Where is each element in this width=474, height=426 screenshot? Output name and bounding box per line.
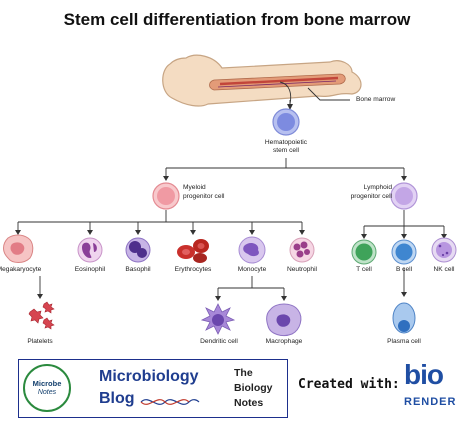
dna-icon [140, 399, 200, 405]
megakaryocyte-cell-icon [3, 234, 34, 263]
created-with-label: Created with: [298, 377, 400, 392]
basophil-label: Basophil [125, 266, 151, 273]
dendritic-label: Dendritic cell [200, 338, 238, 345]
macrophage-label: Macrophage [265, 338, 303, 345]
eosinophil-label: Eosinophil [74, 266, 106, 273]
diagram-title: Stem cell differentiation from bone marr… [63, 10, 411, 29]
eosinophil-cell-icon [77, 237, 103, 263]
lymphoid-label-2: progenitor cell [350, 193, 392, 200]
bone-icon [162, 54, 362, 107]
plasma-label: Plasma cell [387, 338, 421, 345]
monocyte-label: Monocyte [237, 266, 267, 273]
myeloid-cell-icon [152, 182, 180, 210]
biorender-logo-sub: RENDER [404, 396, 457, 408]
dendritic-cell-icon [200, 303, 236, 335]
stem-cell-label-2: stem cell [272, 147, 299, 154]
macrophage-icon [266, 303, 302, 337]
biorender-logo: bio [404, 359, 444, 390]
bone-marrow-label: Bone marrow [356, 96, 396, 103]
nk-cell-icon [431, 237, 457, 263]
t-cell-label: T cell [356, 266, 372, 273]
tbn-biology: Biology [234, 382, 273, 394]
microbiology-blog-line2: Blog [99, 390, 135, 407]
nk-cell-label: NK cell [433, 266, 455, 273]
arrowheads [15, 104, 447, 301]
microbe-notes-logo: Microbe Notes [23, 364, 71, 412]
plasma-cell-icon [392, 302, 416, 334]
t-cell-icon [351, 239, 377, 265]
myeloid-label-1: Myeloid [183, 184, 206, 191]
microbe-notes-bottom: Notes [37, 389, 57, 396]
myeloid-label-2: progenitor cell [183, 193, 225, 200]
neutrophil-label: Neutrophil [286, 266, 318, 273]
platelets-label: Platelets [27, 338, 53, 345]
b-cell-icon [391, 239, 417, 265]
basophil-cell-icon [125, 237, 151, 263]
tbn-the: The [234, 367, 253, 379]
megakaryocyte-label: Megakaryocyte [0, 266, 42, 273]
biology-notes-logo: The Biology Notes [234, 366, 273, 411]
sources-banner: Microbe Notes Microbiology Blog The Biol… [18, 359, 288, 418]
microbe-notes-top: Microbe [32, 379, 62, 388]
neutrophil-cell-icon [289, 237, 315, 263]
connector-lines [17, 81, 445, 298]
lymphoid-cell-icon [390, 182, 418, 210]
monocyte-cell-icon [238, 236, 266, 264]
b-cell-label: B cell [395, 266, 413, 273]
microbiology-blog-line1: Microbiology [99, 368, 199, 385]
stem-cell-icon [272, 108, 300, 136]
platelet-icon [28, 301, 55, 330]
tbn-notes: Notes [234, 397, 264, 409]
erythrocytes-cell-icon [177, 239, 209, 263]
erythrocytes-label: Erythrocytes [174, 266, 212, 273]
lymphoid-label-1: Lymphoid [363, 184, 392, 191]
stem-cell-label-1: Hematopoietic [264, 139, 308, 146]
